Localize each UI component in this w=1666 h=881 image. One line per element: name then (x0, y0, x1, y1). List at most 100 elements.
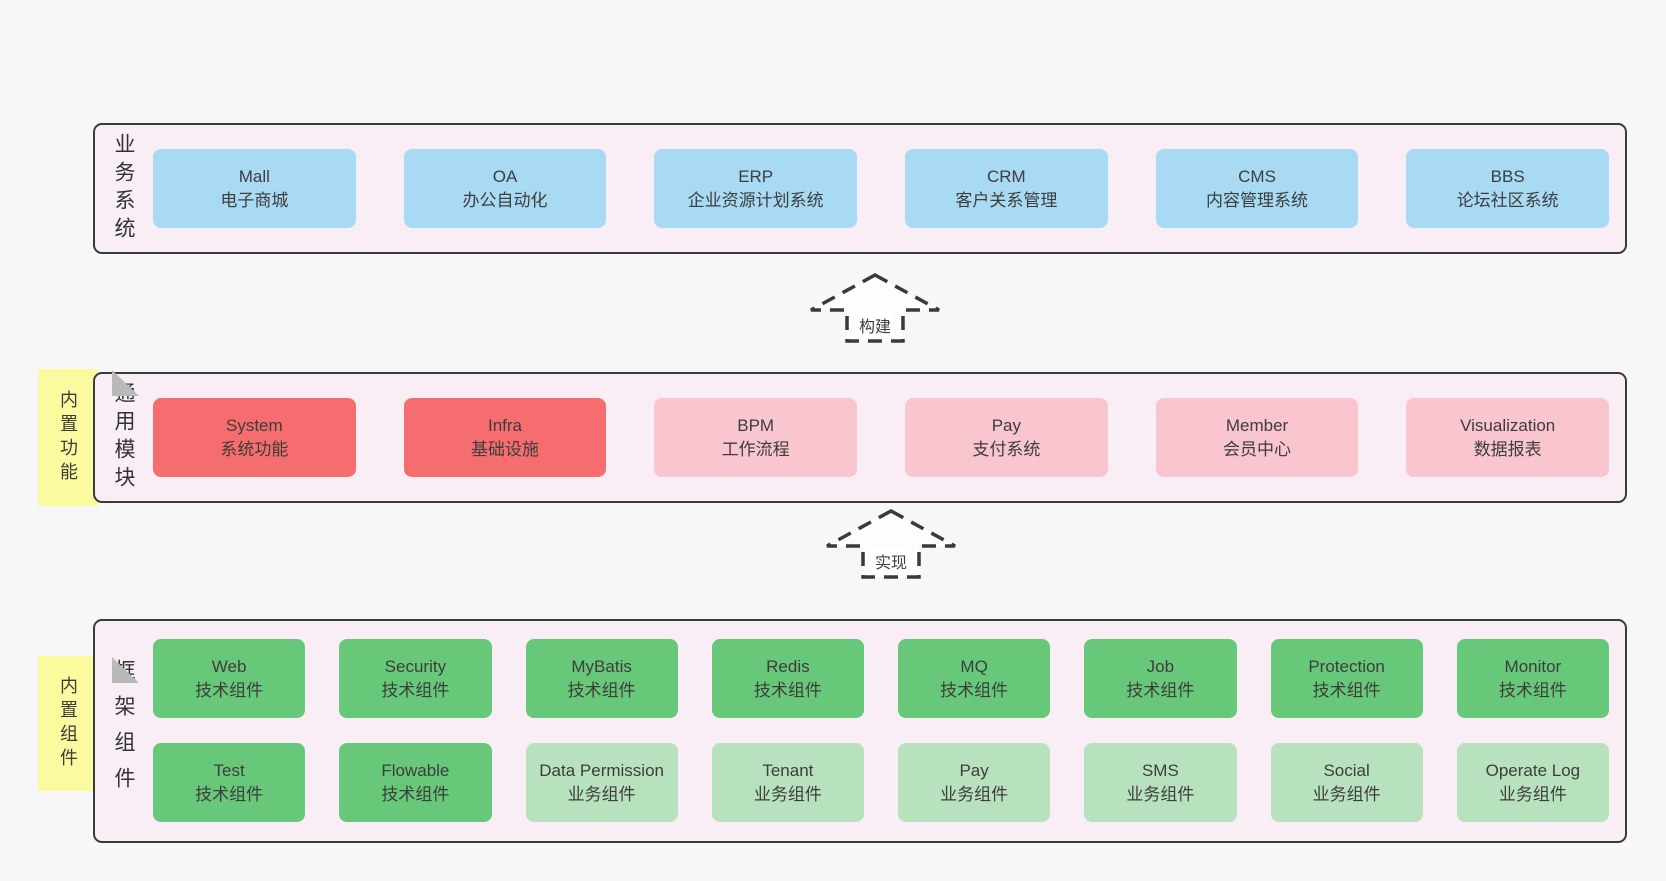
box-flowable: Flowable 技术组件 (339, 743, 492, 822)
box-subtitle: 技术组件 (195, 680, 264, 700)
box-subtitle: 企业资源计划系统 (687, 190, 824, 210)
box-cms: CMS 内容管理系统 (1155, 149, 1359, 228)
box-title: Pay (991, 415, 1021, 435)
box-pay-system: Pay 支付系统 (905, 398, 1108, 477)
box-subtitle: 数据报表 (1473, 439, 1542, 459)
box-title: Operate Log (1485, 760, 1581, 780)
box-subtitle: 客户关系管理 (955, 190, 1058, 210)
box-title: System (225, 415, 283, 435)
box-mall: Mall 电子商城 (153, 149, 356, 228)
box-title: Web (211, 656, 247, 676)
box-subtitle: 电子商城 (220, 190, 289, 210)
box-title: OA (492, 166, 518, 186)
up-arrow-icon (810, 273, 940, 343)
box-subtitle: 技术组件 (381, 680, 450, 700)
box-subtitle: 技术组件 (381, 784, 450, 804)
box-title: BBS (1490, 166, 1525, 186)
box-title: Flowable (381, 760, 450, 780)
box-subtitle: 论坛社区系统 (1456, 190, 1559, 210)
box-data-permission: Data Permission 业务组件 (525, 743, 678, 822)
modules-boxes-row: System 系统功能 Infra 基础设施 BPM 工作流程 Pay 支付系统… (153, 374, 1610, 501)
box-erp: ERP 企业资源计划系统 (654, 149, 858, 228)
box-subtitle: 业务组件 (940, 784, 1009, 804)
box-pay-component: Pay 业务组件 (898, 743, 1051, 822)
box-bbs: BBS 论坛社区系统 (1406, 149, 1610, 228)
note-text: 内置功能 (58, 389, 78, 486)
box-operate-log: Operate Log 业务组件 (1456, 743, 1609, 822)
box-subtitle: 技术组件 (567, 680, 636, 700)
box-subtitle: 支付系统 (972, 439, 1041, 459)
box-subtitle: 技术组件 (1498, 680, 1567, 700)
up-arrow-icon (826, 509, 956, 579)
box-security: Security 技术组件 (339, 639, 492, 718)
section-side-label: 通用模块 (112, 381, 135, 494)
box-subtitle: 技术组件 (1126, 680, 1195, 700)
box-title: MQ (960, 656, 988, 676)
box-title: Redis (766, 656, 810, 676)
box-infra: Infra 基础设施 (403, 398, 607, 477)
box-title: Visualization (1460, 415, 1556, 435)
box-title: Test (213, 760, 245, 780)
box-bpm: BPM 工作流程 (654, 398, 858, 477)
box-title: Data Permission (539, 760, 664, 780)
box-title: Job (1146, 656, 1175, 676)
section-side-label: 业务系统 (112, 132, 135, 245)
box-subtitle: 基础设施 (471, 439, 539, 459)
framework-components-section: 框架组件 Web 技术组件 Security 技术组件 MyBatis 技术组件… (93, 619, 1627, 843)
box-title: ERP (738, 166, 774, 186)
box-protection: Protection 技术组件 (1270, 639, 1423, 718)
box-title: Monitor (1504, 656, 1562, 676)
business-systems-section: 业务系统 Mall 电子商城 OA 办公自动化 ERP 企业资源计划系统 CRM… (93, 123, 1627, 254)
box-subtitle: 技术组件 (753, 680, 822, 700)
box-title: Tenant (762, 760, 814, 780)
box-sms: SMS 业务组件 (1084, 743, 1237, 822)
box-member: Member 会员中心 (1155, 398, 1359, 477)
box-title: BPM (737, 415, 775, 435)
box-title: CRM (986, 166, 1026, 186)
box-title: Social (1323, 760, 1370, 780)
box-title: MyBatis (571, 656, 632, 676)
box-subtitle: 系统功能 (220, 439, 289, 459)
box-redis: Redis 技术组件 (711, 639, 864, 718)
box-title: Pay (959, 760, 989, 780)
common-modules-section: 通用模块 System 系统功能 Infra 基础设施 BPM 工作流程 Pay… (93, 372, 1627, 503)
box-mq: MQ 技术组件 (898, 639, 1051, 718)
box-tenant: Tenant 业务组件 (711, 743, 864, 822)
box-subtitle: 工作流程 (721, 439, 790, 459)
box-title: Infra (487, 415, 523, 435)
box-social: Social 业务组件 (1270, 743, 1423, 822)
box-system: System 系统功能 (153, 398, 356, 477)
section-side-label: 框架组件 (112, 659, 135, 803)
box-title: Mall (238, 166, 270, 186)
box-title: CMS (1238, 166, 1276, 186)
note-built-in-components: 内置组件 (38, 656, 98, 791)
build-arrow-label: 构建 (855, 312, 895, 338)
box-subtitle: 业务组件 (1312, 784, 1381, 804)
implement-arrow: 实现 (824, 508, 958, 580)
box-crm: CRM 客户关系管理 (905, 149, 1108, 228)
implement-arrow-label: 实现 (871, 548, 911, 574)
box-subtitle: 业务组件 (1498, 784, 1567, 804)
box-web: Web 技术组件 (153, 639, 306, 718)
box-subtitle: 技术组件 (195, 784, 264, 804)
box-title: Member (1225, 415, 1289, 435)
box-title: Security (384, 656, 447, 676)
framework-grid: Web 技术组件 Security 技术组件 MyBatis 技术组件 Redi… (153, 639, 1609, 822)
box-test: Test 技术组件 (153, 743, 306, 822)
box-subtitle: 业务组件 (567, 784, 636, 804)
box-subtitle: 业务组件 (1126, 784, 1195, 804)
box-job: Job 技术组件 (1084, 639, 1237, 718)
box-subtitle: 技术组件 (940, 680, 1009, 700)
box-title: SMS (1141, 760, 1179, 780)
build-arrow: 构建 (808, 272, 942, 344)
box-subtitle: 办公自动化 (462, 190, 548, 210)
box-mybatis: MyBatis 技术组件 (525, 639, 678, 718)
note-built-in-features: 内置功能 (38, 369, 98, 506)
box-subtitle: 内容管理系统 (1206, 190, 1309, 210)
box-visualization: Visualization 数据报表 (1406, 398, 1610, 477)
note-text: 内置组件 (58, 675, 78, 772)
box-subtitle: 技术组件 (1312, 680, 1381, 700)
box-subtitle: 会员中心 (1223, 439, 1292, 459)
business-boxes-row: Mall 电子商城 OA 办公自动化 ERP 企业资源计划系统 CRM 客户关系… (153, 125, 1610, 252)
